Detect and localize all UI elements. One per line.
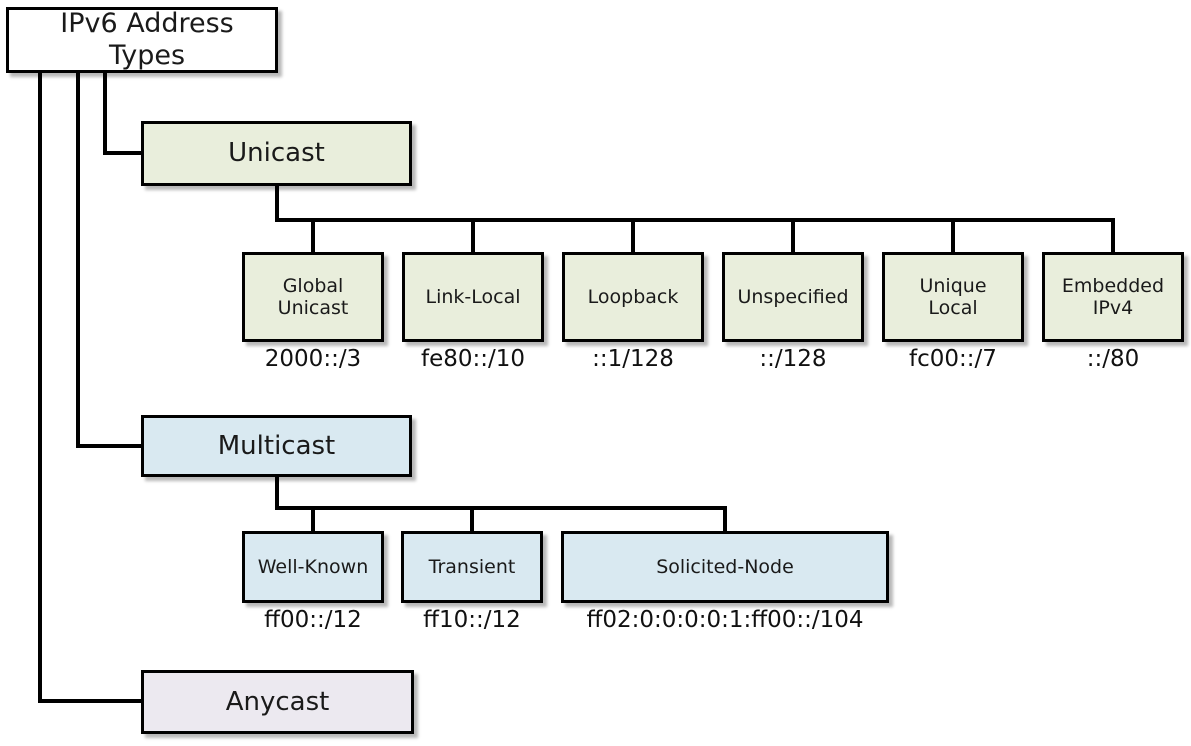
prefix-unique-local: fc00::/7 (909, 346, 997, 372)
prefix-transient: ff10::/12 (423, 607, 521, 633)
edge-root-anycast (38, 70, 143, 703)
node-unicast[interactable]: Unicast (141, 121, 412, 186)
node-well-known[interactable]: Well-Known (242, 531, 384, 603)
node-multicast-label: Multicast (217, 430, 336, 461)
node-transient-label: Transient (428, 555, 516, 578)
edge-unicast-bus (275, 184, 1115, 222)
node-unspecified-label: Unspecified (737, 285, 849, 308)
prefix-unspecified: ::/128 (759, 346, 827, 372)
edge-multicast-bus (275, 475, 727, 510)
node-anycast[interactable]: Anycast (141, 670, 414, 734)
prefix-loopback: ::1/128 (592, 346, 674, 372)
node-well-known-label: Well-Known (257, 555, 369, 578)
node-embedded-ipv4[interactable]: Embedded IPv4 (1042, 252, 1184, 342)
node-loopback-label: Loopback (587, 285, 679, 308)
prefix-solicited-node: ff02:0:0:0:0:1:ff00::/104 (586, 607, 864, 633)
node-link-local-label: Link-Local (425, 285, 521, 308)
node-loopback[interactable]: Loopback (562, 252, 704, 342)
prefix-link-local: fe80::/10 (420, 346, 526, 372)
line-2: Local (928, 297, 978, 319)
node-link-local[interactable]: Link-Local (402, 252, 544, 342)
prefix-embedded-ipv4: ::/80 (1086, 346, 1140, 372)
node-embedded-ipv4-label: Embedded IPv4 (1045, 275, 1181, 320)
node-root[interactable]: IPv6 Address Types (6, 7, 278, 73)
line-1: Unique (919, 274, 987, 297)
node-root-label: IPv6 Address Types (60, 8, 234, 71)
node-solicited-node[interactable]: Solicited-Node (561, 531, 889, 603)
node-global-unicast-label: Global Unicast (245, 275, 381, 320)
prefix-well-known: ff00::/12 (264, 607, 362, 633)
node-anycast-label: Anycast (225, 686, 330, 717)
edge-root-unicast (103, 70, 143, 155)
line-1: Embedded (1061, 274, 1165, 297)
edge-root-multicast (76, 70, 143, 448)
node-unique-local[interactable]: Unique Local (882, 252, 1024, 342)
node-unique-local-label: Unique Local (885, 275, 1021, 320)
node-multicast[interactable]: Multicast (141, 415, 412, 477)
node-transient[interactable]: Transient (401, 531, 543, 603)
prefix-global-unicast: 2000::/3 (264, 346, 362, 372)
node-unspecified[interactable]: Unspecified (722, 252, 864, 342)
node-global-unicast[interactable]: Global Unicast (242, 252, 384, 342)
node-solicited-node-label: Solicited-Node (656, 555, 794, 578)
node-unicast-label: Unicast (228, 138, 325, 169)
line-2: IPv4 (1092, 297, 1134, 319)
line-2: Unicast (277, 297, 349, 319)
line-1: Global (282, 274, 344, 297)
